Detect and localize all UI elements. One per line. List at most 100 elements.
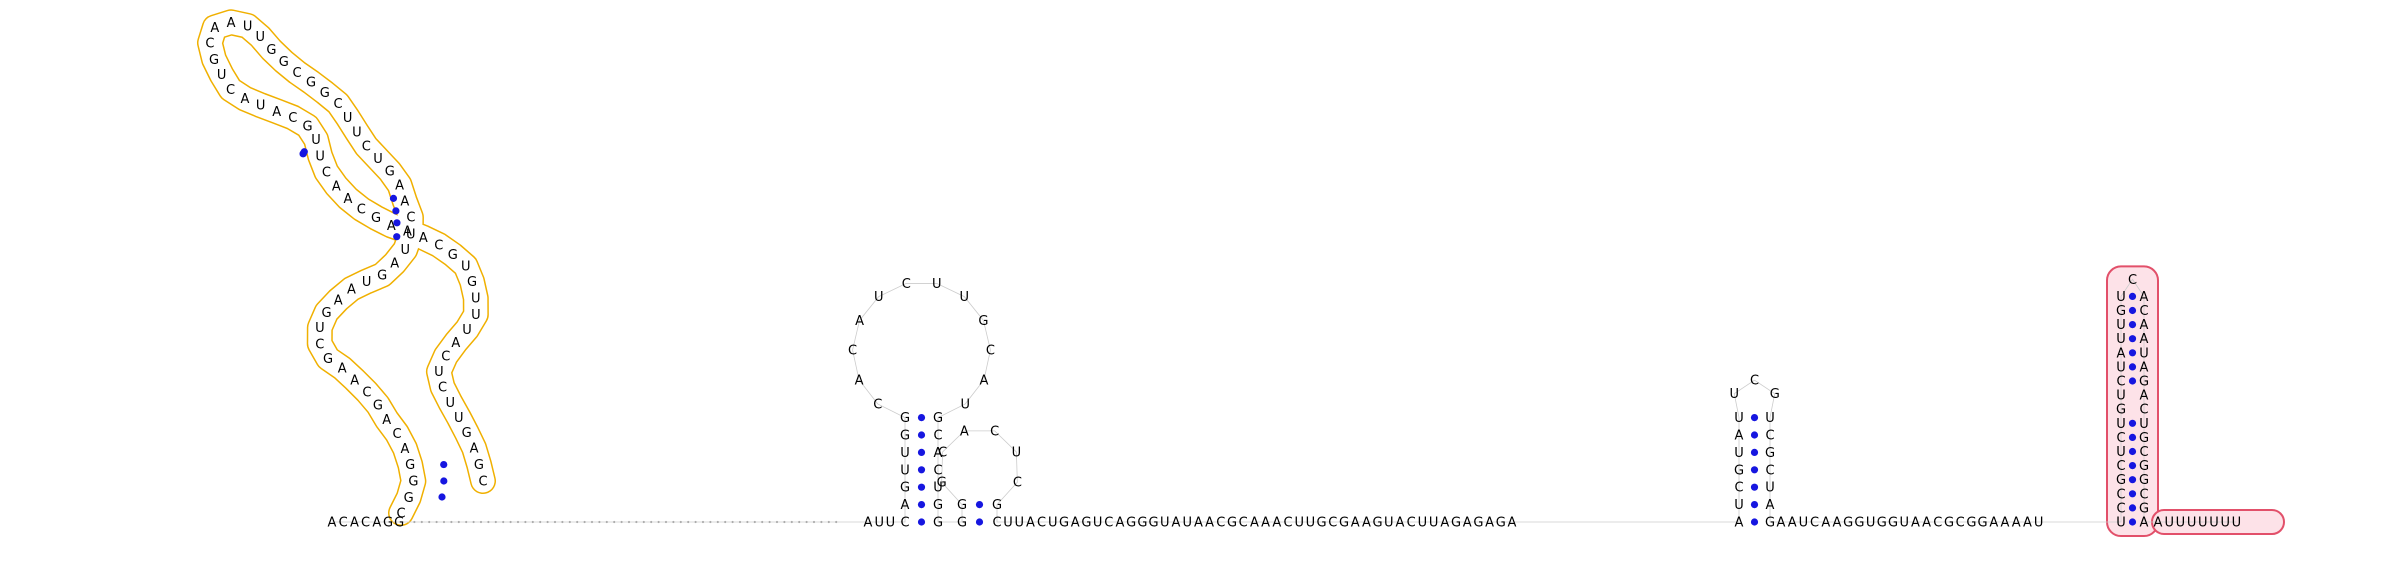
stem-b-loop-nucleotide: C	[938, 445, 947, 460]
left-domain-nucleotide: G	[321, 306, 331, 321]
linker-nucleotide: A	[1911, 516, 1920, 531]
stem-d-nucleotide: U	[2116, 417, 2126, 432]
stem-c-nucleotide: G	[1765, 446, 1775, 461]
left-domain-nucleotide: C	[434, 239, 443, 254]
left-domain-nucleotide: G	[209, 53, 219, 68]
linker-nucleotide: C	[1328, 516, 1337, 531]
left-domain-nucleotide: A	[332, 179, 341, 194]
base-pair-dot	[917, 431, 926, 439]
left-tail-nucleotide: C	[361, 516, 370, 531]
linker-nucleotide: U	[1306, 516, 1316, 531]
left-domain-nucleotide: A	[382, 413, 391, 428]
left-domain-nucleotide: C	[362, 385, 371, 400]
base-pair-dot	[393, 219, 401, 227]
stem-c-nucleotide: C	[1734, 481, 1743, 496]
stem-d-nucleotide: C	[2139, 445, 2148, 460]
base-pair-dot	[2128, 292, 2137, 300]
base-pair-dot	[1750, 448, 1759, 456]
linker-nucleotide: A	[1071, 516, 1080, 531]
linker-nucleotide: U	[1003, 516, 1013, 531]
linker-nucleotide: U	[1384, 516, 1394, 531]
poly-u-nucleotide: A	[2154, 516, 2163, 531]
linker-nucleotide: G	[1496, 516, 1506, 531]
stem-c-loop-nucleotide: U	[1729, 387, 1739, 402]
linker-nucleotide: A	[1788, 516, 1797, 531]
stem-d-nucleotide: A	[2140, 332, 2149, 347]
highlight-layer	[196, 9, 2285, 537]
stem-c-nucleotide: U	[1734, 411, 1744, 426]
base-pair-dot	[2128, 447, 2137, 456]
left-domain-nucleotide: C	[406, 211, 415, 226]
stem-b-nucleotide: G	[957, 498, 967, 513]
linker-nucleotide: A	[2012, 516, 2021, 531]
left-domain-nucleotide: U	[471, 292, 481, 307]
stem-d-nucleotide: C	[2116, 375, 2125, 390]
stem-c-nucleotide: U	[1734, 498, 1744, 513]
base-pair-dot	[2128, 476, 2137, 484]
stem-d-nucleotide: U	[2116, 290, 2126, 305]
stem-d-nucleotide: G	[2139, 375, 2149, 390]
stem-d-nucleotide: C	[2116, 431, 2125, 446]
left-tail-nucleotide: A	[350, 516, 359, 531]
left-domain-nucleotide: G	[371, 211, 381, 226]
backbone	[332, 278, 2237, 523]
stem-a-nucleotide: A	[901, 498, 910, 513]
linker-nucleotide: A	[1463, 516, 1472, 531]
left-domain-nucleotide: A	[395, 178, 404, 193]
linker-nucleotide: A	[1396, 516, 1405, 531]
stem-d-nucleotide: C	[2116, 487, 2125, 502]
stem-a-nucleotide: G	[900, 411, 910, 426]
stem-d-nucleotide: G	[2139, 431, 2149, 446]
left-domain-nucleotide: C	[333, 97, 342, 112]
linker-nucleotide: G	[1451, 516, 1461, 531]
left-domain-nucleotide: A	[338, 362, 347, 377]
left-domain-nucleotide: G	[462, 426, 472, 441]
left-domain-nucleotide: U	[217, 68, 227, 83]
stem-c-nucleotide: C	[1765, 429, 1774, 444]
stem-b-loop-nucleotide: C	[990, 424, 999, 439]
poly-u-nucleotide: U	[2220, 516, 2230, 531]
stem-d-nucleotide: U	[2116, 332, 2126, 347]
left-domain-nucleotide: G	[266, 43, 276, 58]
left-domain-nucleotide: G	[302, 120, 312, 135]
left-domain-nucleotide: U	[461, 259, 471, 274]
stem-d-nucleotide: A	[2140, 318, 2149, 333]
linker-nucleotide: C	[1283, 516, 1292, 531]
left-domain-nucleotide: U	[401, 243, 411, 258]
base-pair-dot	[917, 483, 926, 491]
left-domain-nucleotide: G	[474, 458, 484, 473]
base-pair-dot	[300, 148, 308, 156]
left-domain-nucleotide: C	[315, 337, 324, 352]
linker-nucleotide: C	[1216, 516, 1225, 531]
stem-b-loop-nucleotide: A	[960, 424, 969, 439]
base-pair-dot	[975, 518, 984, 526]
left-domain-nucleotide: U	[454, 411, 464, 426]
left-domain-nucleotide: G	[467, 275, 477, 290]
stem-d-nucleotide: A	[2140, 516, 2149, 531]
stem-a-nucleotide: C	[900, 516, 909, 531]
linker-nucleotide: C	[1037, 516, 1046, 531]
base-pair-dot	[1750, 414, 1759, 422]
linker-nucleotide: A	[1821, 516, 1830, 531]
left-domain-nucleotide: G	[323, 352, 333, 367]
linker-nucleotide: A	[1485, 516, 1494, 531]
base-pair-dot	[392, 207, 400, 215]
stem-d-nucleotide: A	[2140, 290, 2149, 305]
poly-u-nucleotide: U	[2176, 516, 2186, 531]
base-pair-dot	[2128, 306, 2137, 315]
stem-d-nucleotide: U	[2116, 445, 2126, 460]
linker-nucleotide: G	[1227, 516, 1237, 531]
stem-c-loop-nucleotide: G	[1770, 387, 1780, 402]
left-domain-nucleotide: U	[243, 19, 253, 34]
stem-d-nucleotide: U	[2116, 389, 2126, 404]
left-domain-nucleotide: A	[240, 92, 249, 107]
left-domain-nucleotide: G	[404, 491, 414, 506]
stem-c-nucleotide: G	[1734, 463, 1744, 478]
left-domain-nucleotide: U	[471, 308, 481, 323]
base-pair-dot	[2128, 363, 2137, 371]
linker-nucleotide: U	[1418, 516, 1428, 531]
linker-nucleotide: C	[1933, 516, 1942, 531]
